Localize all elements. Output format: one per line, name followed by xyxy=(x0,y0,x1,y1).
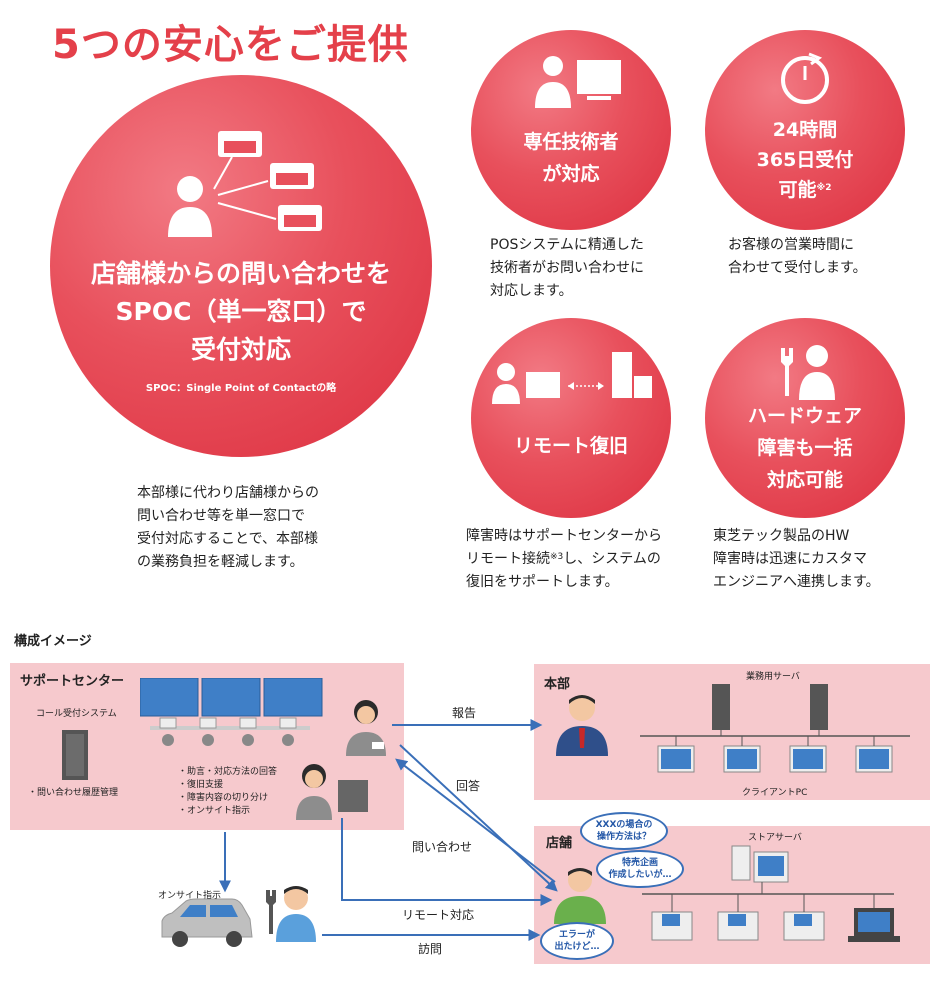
spoc-desc-line: 本部様に代わり店舗様からの xyxy=(137,485,319,501)
hardware-desc-line: 東芝テック製品のHW xyxy=(713,528,850,544)
allday-circle: 24時間 365日受付 可能※2 xyxy=(705,30,905,230)
spoc-line1: 店舗様からの問い合わせを xyxy=(90,259,391,288)
remote-desc-line: リモート接続※3し、システムの xyxy=(466,548,662,571)
task-list: ・助言・対応方法の回答 ・復旧支援 ・障害内容の切り分け ・オンサイト指示 xyxy=(178,766,277,818)
spoc-illustration xyxy=(168,131,322,237)
spoc-line3: 受付対応 xyxy=(190,335,291,364)
allday-line1: 24時間 xyxy=(772,119,838,141)
store-server-label: ストアサーバ xyxy=(748,833,802,843)
operator-pc-icon xyxy=(296,764,368,820)
specialist-line2: が対応 xyxy=(542,163,600,185)
monitor-wall-icon xyxy=(140,678,323,746)
bubble-text: XXXの場合の xyxy=(595,820,653,830)
call-server-icon xyxy=(62,730,88,780)
page-title: 5つの安心をご提供 xyxy=(52,22,409,68)
hardware-desc-line: エンジニアへ連携します。 xyxy=(713,574,880,590)
spoc-description: 本部様に代わり店舗様からの 問い合わせ等を単一窓口で 受付対応することで、本部様… xyxy=(137,482,319,574)
business-server-label: 業務用サーバ xyxy=(746,672,800,682)
specialist-circle: 専任技術者 が対応 xyxy=(471,30,671,230)
support-center-label: サポートセンター xyxy=(20,674,125,689)
honbu-label: 本部 xyxy=(544,677,571,692)
answer-label: 回答 xyxy=(456,779,481,793)
specialist-line1: 専任技術者 xyxy=(523,131,619,153)
specialist-description: POSシステムに精通した 技術者がお問い合わせに 対応します。 xyxy=(490,234,644,303)
executive-icon xyxy=(556,695,608,756)
bubble-text: 特売企画 xyxy=(621,858,658,868)
spoc-circle: 店舗様からの問い合わせを SPOC（単一窓口）で 受付対応 SPOC：Singl… xyxy=(50,75,432,457)
hardware-desc-line: 障害時は迅速にカスタマ xyxy=(713,551,867,567)
remote-description: 障害時はサポートセンターから リモート接続※3し、システムの 復旧をサポートしま… xyxy=(466,525,662,594)
allday-desc-line: お客様の営業時間に xyxy=(728,237,854,253)
remote-desc-text: し、システムの xyxy=(563,551,661,567)
report-label: 報告 xyxy=(452,706,477,720)
allday-line3-text: 可能 xyxy=(778,179,817,201)
honbu-network xyxy=(640,684,910,773)
remote-connection-icon xyxy=(492,352,652,404)
specialist-desc-line: 技術者がお問い合わせに xyxy=(490,260,644,276)
allday-desc-line: 合わせて受付します。 xyxy=(728,260,867,276)
allday-description: お客様の営業時間に 合わせて受付します。 xyxy=(728,234,867,280)
operator-pc-icon xyxy=(535,56,621,108)
bubble-text: エラーが xyxy=(558,930,595,940)
spoc-desc-line: 受付対応することで、本部様 xyxy=(137,531,319,547)
operator-icon xyxy=(346,700,386,756)
task-item: ・助言・対応方法の回答 xyxy=(178,767,278,777)
inquiry-label: 問い合わせ xyxy=(412,840,473,854)
hardware-line3: 対応可能 xyxy=(766,469,843,491)
bubble-text: 出たけど… xyxy=(554,942,600,952)
bubble-text: 作成したいが… xyxy=(608,870,672,880)
remote-desc-text: リモート接続 xyxy=(466,551,550,567)
remote-line1: リモート復旧 xyxy=(513,435,628,457)
question-bubble-3: エラーが 出たけど… xyxy=(540,922,614,960)
question-bubble-2: 特売企画 作成したいが… xyxy=(596,850,684,888)
remote-desc-line: 復旧をサポートします。 xyxy=(466,574,619,590)
diagram-heading: 構成イメージ xyxy=(14,634,92,649)
spoc-desc-line: 問い合わせ等を単一窓口で xyxy=(137,508,305,524)
tenpo-label: 店舗 xyxy=(546,836,573,851)
engineer-wrench-icon xyxy=(781,345,835,400)
allday-line3: 可能※2 xyxy=(705,174,905,207)
inquiry-history-label: ・問い合わせ履歴管理 xyxy=(28,788,119,798)
spoc-line2: SPOC（単一窓口）で xyxy=(115,297,367,326)
remote-support-label: リモート対応 xyxy=(402,908,475,922)
hardware-line1: ハードウェア xyxy=(747,405,862,427)
spoc-note: SPOC：Single Point of Contactの略 xyxy=(145,383,337,394)
engineer-icon xyxy=(266,886,316,942)
client-pc-label: クライアントPC xyxy=(742,788,808,798)
remote-footnote: ※3 xyxy=(550,552,564,562)
hardware-line2: 障害も一括 xyxy=(757,437,853,459)
remote-arrow xyxy=(341,818,553,906)
task-item: ・障害内容の切り分け xyxy=(178,793,269,803)
task-item: ・復旧支援 xyxy=(178,780,224,790)
clock-icon xyxy=(781,52,829,104)
spoc-desc-line: の業務負担を軽減します。 xyxy=(137,554,304,570)
specialist-desc-line: 対応します。 xyxy=(490,283,573,299)
hardware-circle: ハードウェア 障害も一括 対応可能 xyxy=(705,318,905,518)
remote-circle: リモート復旧 xyxy=(471,318,671,518)
car-icon xyxy=(161,898,253,947)
hardware-description: 東芝テック製品のHW 障害時は迅速にカスタマ エンジニアへ連携します。 xyxy=(713,525,880,594)
store-network xyxy=(642,845,900,942)
specialist-desc-line: POSシステムに精通した xyxy=(490,237,644,253)
inquiry-arrow xyxy=(399,744,558,892)
allday-line2: 365日受付 xyxy=(756,149,854,171)
store-staff-icon xyxy=(554,868,606,924)
task-item: ・オンサイト指示 xyxy=(178,806,251,816)
visit-label: 訪問 xyxy=(418,942,443,956)
remote-desc-line: 障害時はサポートセンターから xyxy=(466,528,662,544)
allday-footnote: ※2 xyxy=(816,183,832,193)
onsite-label: オンサイト指示 xyxy=(158,891,222,901)
bubble-text: 操作方法は？ xyxy=(596,832,651,842)
call-system-label: コール受付システム xyxy=(36,709,117,719)
question-bubble-1: XXXの場合の 操作方法は？ xyxy=(580,812,668,850)
